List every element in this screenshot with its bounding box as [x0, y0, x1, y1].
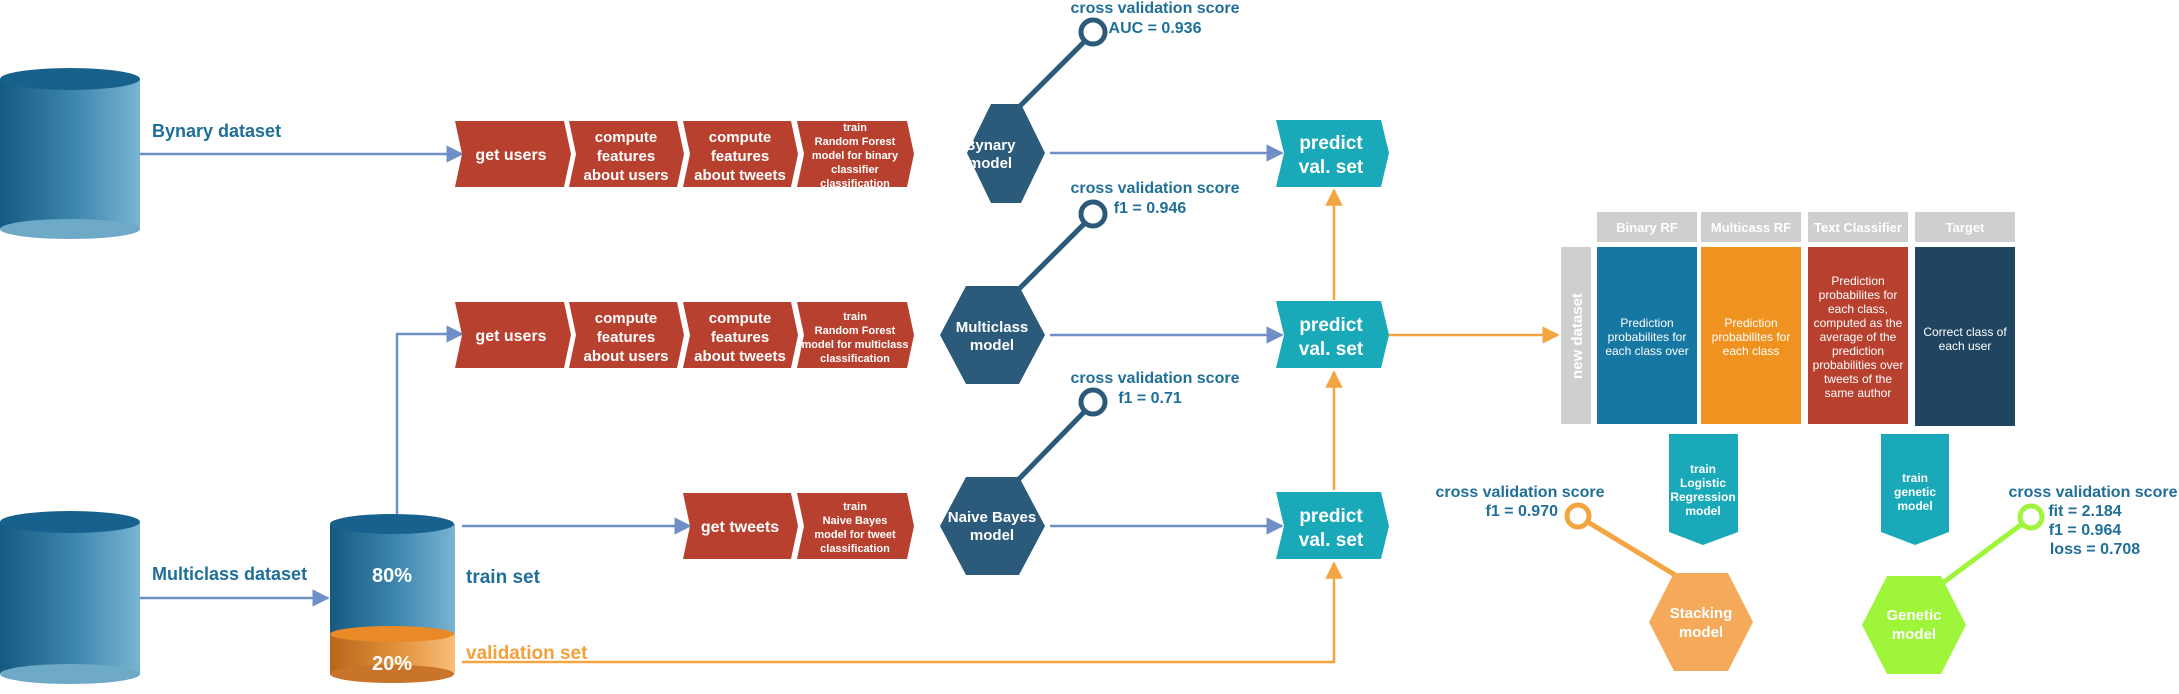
multiclass-model-hex: [940, 286, 1045, 384]
header-target: [1915, 212, 2015, 242]
multiclass-dataset-cylinder: [0, 511, 140, 684]
genetic-cv-title: cross validation score: [2009, 484, 2178, 501]
chevron-get-users-2: [455, 302, 571, 368]
predict-val-set-1: [1276, 120, 1389, 187]
header-text-classifier-label: Text Classifier: [1814, 220, 1902, 235]
header-multiclass-rf: [1701, 212, 1801, 242]
col-target: [1915, 247, 2015, 426]
row3-steps: [683, 493, 914, 559]
stacking-pin-line: [1576, 513, 1682, 581]
cv-pin-2: [1078, 199, 1108, 229]
genetic-cv-f1: f1 = 0.964: [2049, 522, 2122, 539]
row1-steps: [455, 121, 914, 187]
cv-value-1: AUC = 0.936: [1109, 20, 1202, 37]
cv-value-3: f1 = 0.71: [1118, 390, 1182, 407]
cv-title-2: cross validation score: [1071, 180, 1240, 197]
binary-dataset-label: Bynary dataset: [152, 121, 281, 141]
chevron-features-tweets-1: [683, 121, 798, 187]
chevron-train-naive-bayes: [797, 493, 914, 559]
cv-pin-1: [1078, 17, 1108, 47]
cv-title-3: cross validation score: [1071, 370, 1240, 387]
genetic-cv-loss: loss = 0.708: [2050, 541, 2140, 558]
arrow-train-to-get-users: [395, 325, 464, 514]
train-genetic-model: [1881, 434, 1949, 545]
cv-title-1: cross validation score: [1071, 0, 1240, 17]
header-multiclass-rf-label: Multicass RF: [1711, 220, 1791, 235]
col-binary-rf: [1597, 247, 1697, 424]
header-text-classifier: [1808, 212, 1908, 242]
new-dataset-bar: [1561, 247, 1591, 424]
bynary-model-hex: [967, 104, 1045, 203]
predict-val-set-2: [1276, 301, 1389, 368]
predict-val-set-3: [1276, 492, 1389, 559]
chevron-features-users-2: [569, 302, 684, 368]
genetic-pin-line: [1938, 515, 2032, 588]
stacking-model-hex: [1649, 573, 1753, 671]
cv-pin-line-3: [1016, 406, 1090, 482]
binary-dataset-cylinder: [0, 68, 140, 239]
chevron-train-rf-multiclass: [797, 302, 914, 368]
train-pct: 80%: [372, 565, 412, 587]
cv-pin-3: [1078, 387, 1108, 417]
chevron-get-users-1: [455, 121, 571, 187]
chevron-train-rf-binary: [797, 121, 914, 187]
cv-pin-line-1: [1016, 36, 1090, 110]
col-multiclass-rf: [1701, 247, 1801, 424]
stacking-cv-title: cross validation score: [1436, 484, 1605, 501]
new-dataset-label: new dataset: [1569, 293, 1586, 379]
validation-set-label: validation set: [466, 643, 588, 664]
train-set-label: train set: [466, 567, 541, 588]
cv-value-2: f1 = 0.946: [1114, 200, 1187, 217]
multiclass-dataset-label: Multiclass dataset: [152, 564, 307, 584]
train-logistic-regression: [1669, 434, 1738, 545]
row2-steps: [455, 302, 914, 368]
genetic-model-hex: [1862, 576, 1966, 674]
train-split-cylinder: [330, 514, 455, 683]
row3-step1: get tweets: [701, 519, 779, 536]
header-binary-rf: [1597, 212, 1697, 242]
val-pct: 20%: [372, 653, 412, 675]
genetic-cv-fit: fit = 2.184: [2048, 503, 2121, 520]
naive-bayes-model-hex: [940, 477, 1045, 575]
row1-step1: get users: [475, 147, 546, 164]
col-text-classifier: [1808, 247, 1908, 424]
arrow-val-to-predict3: [462, 561, 1343, 664]
stacking-cv-value: f1 = 0.970: [1486, 503, 1559, 520]
chevron-get-tweets: [683, 493, 798, 559]
cv-pin-line-2: [1016, 218, 1090, 292]
header-target-label: Target: [1946, 220, 1985, 235]
stacking-cv-pin: [1564, 502, 1592, 530]
genetic-cv-pin: [2017, 503, 2045, 531]
header-binary-rf-label: Binary RF: [1616, 220, 1677, 235]
row2-step1: get users: [475, 328, 546, 345]
chevron-features-users-1: [569, 121, 684, 187]
chevron-features-tweets-2: [683, 302, 798, 368]
